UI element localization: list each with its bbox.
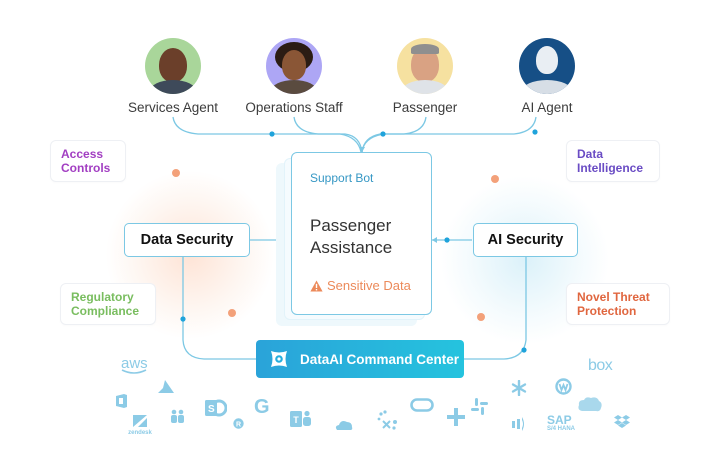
persona-label: AI Agent xyxy=(521,100,573,115)
accent-dot xyxy=(491,175,499,183)
aws-logo-icon: aws xyxy=(121,355,148,375)
tag-line: Novel Threat xyxy=(577,290,650,304)
svg-text:T: T xyxy=(293,415,299,425)
wire-ai-security-to-cmd xyxy=(464,257,527,360)
avatar xyxy=(519,38,575,94)
aws-text: aws xyxy=(121,355,148,372)
snowflake-logo-icon xyxy=(511,380,527,396)
accent-dot xyxy=(477,313,485,321)
accent-dot xyxy=(228,309,236,317)
persona-passenger: Passenger xyxy=(365,38,485,115)
salesforce-logo-icon xyxy=(578,397,602,412)
teams-logo-icon: T xyxy=(290,410,311,427)
support-bot-card[interactable]: Support Bot Passenger Assistance Sensiti… xyxy=(291,152,432,315)
tag-line: Data xyxy=(577,147,604,161)
sensitive-data-warning: Sensitive Data xyxy=(310,278,411,293)
onedrive-logo-icon xyxy=(335,421,353,430)
tag-line: Access xyxy=(61,147,104,161)
persona-services-agent: Services Agent xyxy=(113,38,233,115)
node-ai-security[interactable]: AI Security xyxy=(473,223,578,257)
wire-dot xyxy=(269,131,275,137)
dataai-logo-icon xyxy=(271,351,287,367)
arrow-into-card-top xyxy=(359,147,365,152)
sap-sub-text: S/4 HANA xyxy=(547,426,576,432)
command-center-label: DataAI Command Center xyxy=(300,351,460,367)
tag-line: Regulatory xyxy=(71,290,134,304)
tag-data-intelligence: Data Intelligence xyxy=(566,140,660,182)
zendesk-text: zendesk xyxy=(128,430,152,436)
svg-text:S: S xyxy=(208,404,215,415)
wire-ai-agent xyxy=(361,116,537,153)
command-center-button[interactable]: DataAI Command Center xyxy=(256,340,464,378)
aws-smile xyxy=(121,369,147,374)
card-title-line: Passenger xyxy=(310,216,392,235)
wire-dot xyxy=(532,129,538,135)
warning-label: Sensitive Data xyxy=(327,278,411,293)
office-logo-icon xyxy=(116,394,127,408)
tag-novel-threat-protection: Novel Threat Protection xyxy=(566,283,670,325)
persona-label: Services Agent xyxy=(127,100,219,115)
avatar xyxy=(266,38,322,94)
accent-dot xyxy=(172,169,180,177)
zendesk-logo-icon: zendesk xyxy=(128,414,152,436)
warning-triangle-icon xyxy=(310,280,323,291)
persona-label: Operations Staff xyxy=(245,100,343,115)
tag-line: Protection xyxy=(577,304,637,318)
tag-line: Intelligence xyxy=(577,161,644,175)
tag-access-controls: Access Controls xyxy=(50,140,126,182)
card-title: Passenger Assistance xyxy=(310,215,392,259)
intercom-logo-icon xyxy=(512,417,524,431)
sap-logo-icon: SAP S/4 HANA xyxy=(547,414,575,432)
card-title-line: Assistance xyxy=(310,238,393,257)
azure-logo-icon xyxy=(158,380,174,393)
persona-operations-staff: Operations Staff xyxy=(234,38,354,115)
looker-logo-icon xyxy=(377,410,397,430)
node-data-security[interactable]: Data Security xyxy=(124,223,250,257)
wire-operations-staff xyxy=(293,116,362,153)
zendesk-mark xyxy=(133,415,147,427)
card-subtitle: Support Bot xyxy=(310,171,374,185)
svg-text:R: R xyxy=(236,421,241,428)
slack-logo-icon xyxy=(471,398,488,415)
google-logo-icon: G xyxy=(254,396,270,418)
arrow-into-card-right xyxy=(432,237,437,243)
workplace-logo-icon xyxy=(555,378,572,395)
persona-label: Passenger xyxy=(392,100,458,115)
dropbox-logo-icon xyxy=(614,415,630,428)
wire-dot xyxy=(380,131,386,137)
tag-regulatory-compliance: Regulatory Compliance xyxy=(60,283,156,325)
sap-text: SAP xyxy=(547,413,572,427)
box-logo-icon: box xyxy=(588,357,613,374)
avatar xyxy=(397,38,453,94)
sharepoint-logo-icon: S xyxy=(205,399,227,417)
oracle-logo-icon xyxy=(410,398,434,412)
avatar xyxy=(145,38,201,94)
wire-dot xyxy=(444,237,450,243)
teams-people-logo-icon xyxy=(171,409,184,423)
wire-dot xyxy=(180,316,186,322)
wire-dot xyxy=(521,347,527,353)
tag-line: Compliance xyxy=(71,304,140,318)
persona-ai-agent: AI Agent xyxy=(487,38,607,115)
tag-line: Controls xyxy=(61,161,111,175)
plus-logo-icon xyxy=(447,408,465,426)
wire-data-security-to-cmd xyxy=(182,257,256,360)
rocket-logo-icon: R xyxy=(233,418,244,429)
